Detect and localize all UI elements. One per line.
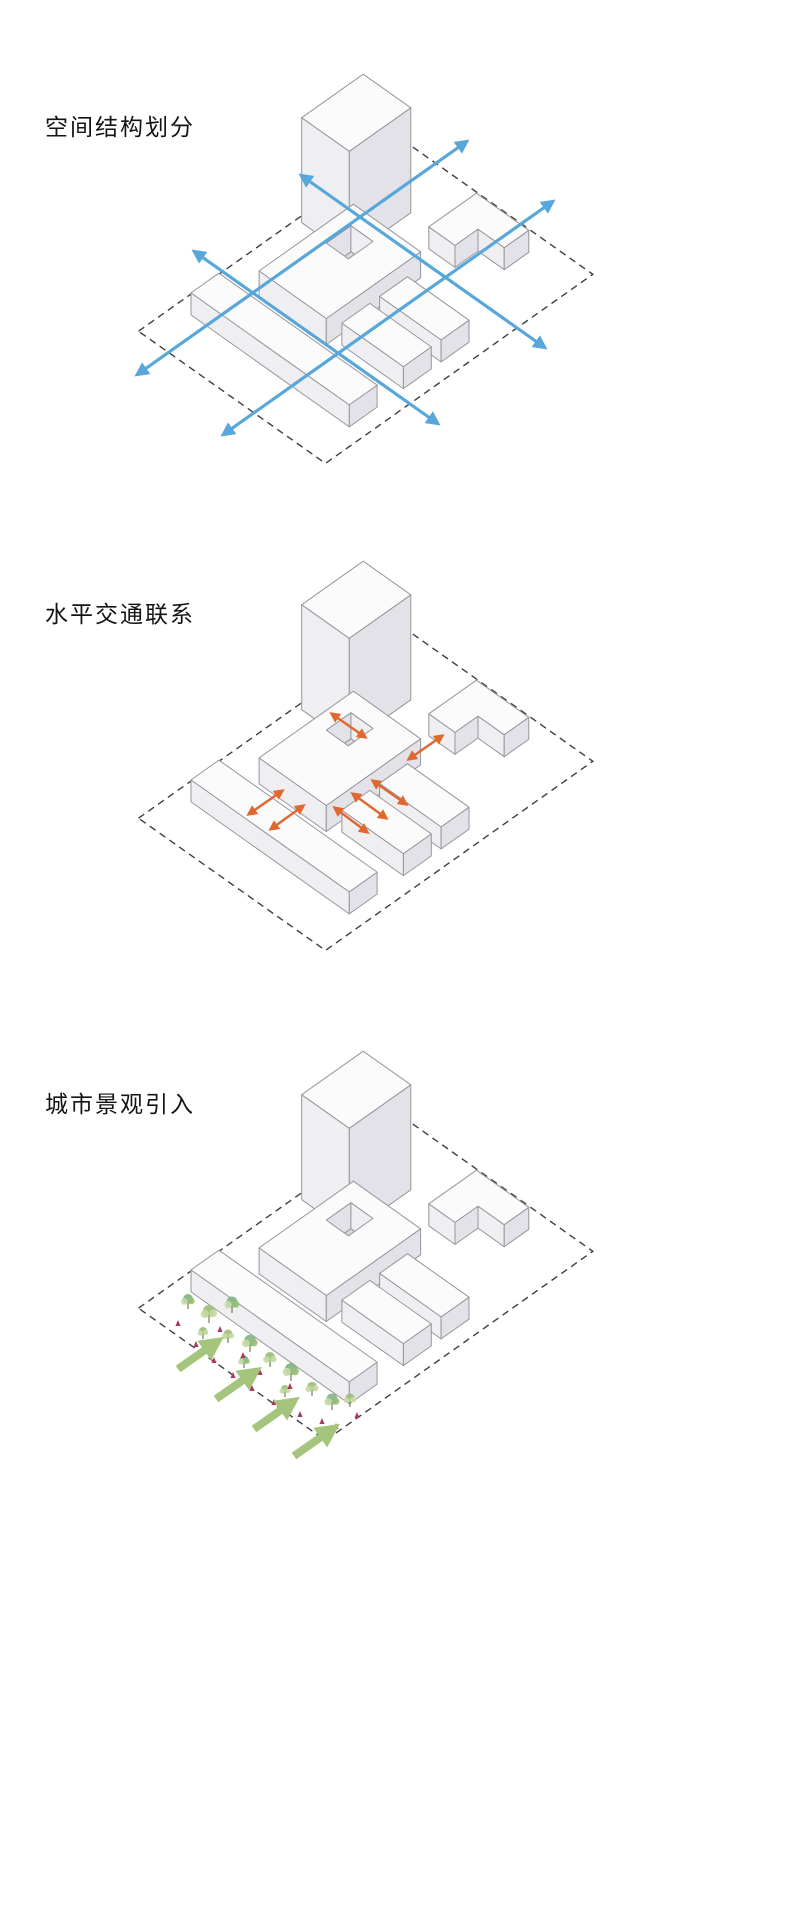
circulation-arrows — [246, 712, 445, 834]
building-face — [341, 1279, 432, 1345]
circulation-arrow — [370, 779, 409, 806]
building-l-block — [428, 679, 530, 758]
tree-icon — [324, 1393, 340, 1410]
tree-icon — [263, 1352, 277, 1367]
building-face — [301, 560, 412, 639]
tree-icon — [343, 1393, 357, 1407]
section-spatial-structure: 空间结构划分 — [0, 0, 800, 520]
landscape-arrow — [175, 1336, 224, 1373]
building-bar-mid-2 — [341, 1279, 432, 1367]
circulation-arrow — [268, 804, 306, 831]
circulation-arrow — [406, 734, 445, 761]
shrub-icon — [333, 1423, 339, 1429]
shrub-icon — [240, 1352, 246, 1358]
building-face — [190, 1249, 378, 1383]
circulation-arrow — [246, 789, 285, 816]
section-title-spatial-structure: 空间结构划分 — [45, 115, 195, 141]
shrub-icon — [175, 1320, 181, 1326]
tree-icon — [282, 1363, 300, 1381]
tree-icon — [181, 1294, 195, 1309]
landscape-arrow — [251, 1396, 300, 1433]
section-horizontal-circulation: 水平交通联系 — [0, 487, 800, 1007]
building-l-block — [428, 1169, 530, 1248]
tree-icon — [197, 1327, 209, 1339]
tree-icon — [242, 1334, 258, 1352]
building-face — [428, 679, 530, 736]
shrub-icon — [319, 1418, 325, 1424]
shrub-icon — [193, 1341, 199, 1347]
tree-icon — [279, 1385, 291, 1397]
shrub-icon — [354, 1412, 360, 1418]
horizontal-circulation-diagram — [137, 560, 595, 952]
section-urban-landscape: 城市景观引入 — [0, 977, 800, 1920]
shrub-icon — [230, 1372, 236, 1378]
axis-arrows — [134, 139, 556, 437]
shrub-icon — [287, 1383, 293, 1389]
shrub-icon — [217, 1326, 223, 1332]
landscape-arrow — [213, 1366, 262, 1403]
landscape-arrows — [175, 1336, 340, 1460]
building-face — [301, 1050, 412, 1129]
circulation-arrow — [350, 792, 389, 820]
tree-icon — [305, 1381, 319, 1396]
section-title-horizontal-circulation: 水平交通联系 — [45, 602, 195, 628]
building-face — [258, 1180, 422, 1296]
tree-icon — [221, 1329, 235, 1343]
circulation-arrow — [332, 806, 370, 834]
tree-icon — [200, 1305, 218, 1323]
axis-arrow — [298, 173, 548, 350]
section-title-urban-landscape: 城市景观引入 — [45, 1092, 195, 1118]
building-face — [379, 1253, 470, 1318]
tree-icon — [224, 1296, 240, 1313]
landscape-arrow — [291, 1423, 340, 1460]
urban-landscape-diagram — [137, 1050, 595, 1460]
spatial-structure-diagram — [134, 73, 595, 465]
building-l-block — [428, 192, 530, 271]
shrub-icon — [257, 1369, 263, 1375]
building-face — [428, 1169, 530, 1226]
shrub-icon — [297, 1411, 303, 1417]
circulation-arrow — [329, 712, 368, 739]
